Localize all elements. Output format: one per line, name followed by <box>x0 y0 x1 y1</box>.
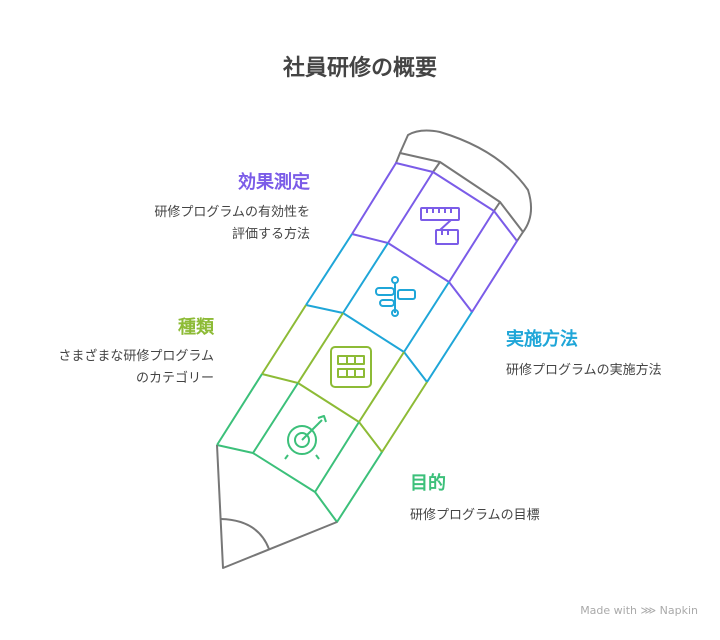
napkin-credit[interactable]: Made with ⋙ Napkin <box>580 604 698 617</box>
segment-purpose <box>216 373 383 523</box>
segment-effect-measurement <box>351 162 518 313</box>
heading-types: 種類 <box>178 317 214 338</box>
page-title: 社員研修の概要 <box>282 56 437 81</box>
heading-implementation: 実施方法 <box>506 329 578 350</box>
desc-purpose: 研修プログラムの目標 <box>410 508 540 523</box>
ruler-icon <box>420 207 460 245</box>
pencil-tip <box>216 444 338 569</box>
desc-effect-measurement: 研修プログラムの有効性を評価する方法 <box>154 202 310 246</box>
heading-purpose: 目的 <box>410 473 446 494</box>
pencil-eraser <box>395 129 533 242</box>
desc-implementation: 研修プログラムの実施方法 <box>506 363 662 378</box>
flowchart-icon <box>375 276 416 317</box>
desc-types: さまざまな研修プログラムのカテゴリー <box>58 346 214 390</box>
target-icon <box>284 415 327 460</box>
desc-line: 評価する方法 <box>231 227 310 242</box>
desc-line: さまざまな研修プログラム <box>58 349 214 364</box>
segment-types <box>261 304 428 453</box>
grid-icon <box>330 346 372 388</box>
desc-line: のカテゴリー <box>135 371 214 386</box>
desc-line: 研修プログラムの有効性を <box>154 205 310 220</box>
heading-effect-measurement: 効果測定 <box>238 172 310 193</box>
